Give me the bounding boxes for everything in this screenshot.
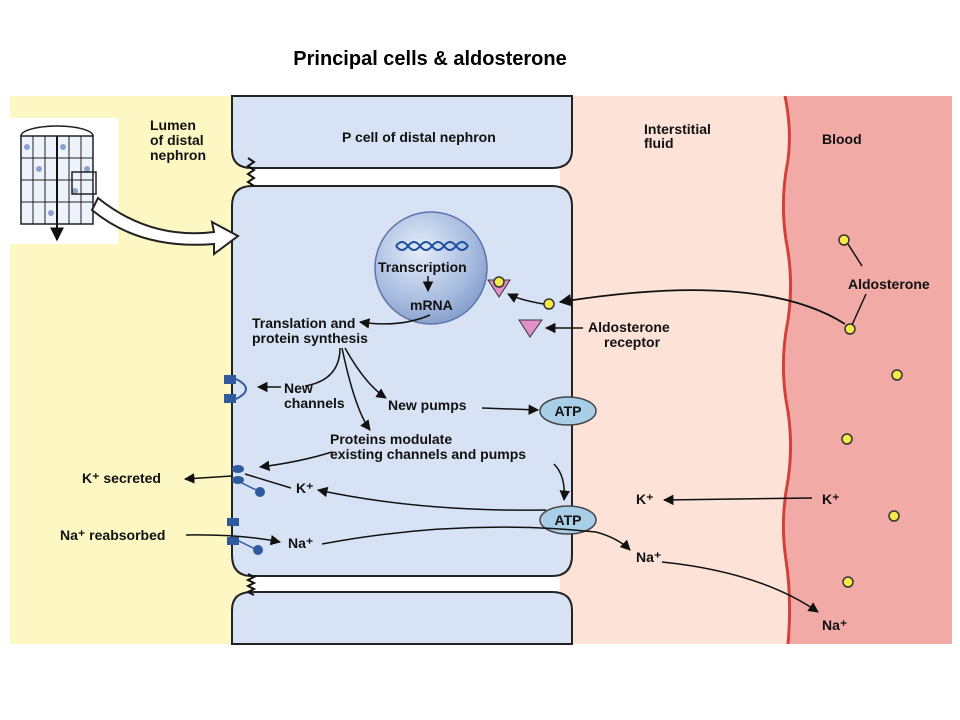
principal-cell: [231, 185, 573, 577]
aldosterone-dot: [841, 433, 853, 445]
aldosterone-dot: [842, 576, 854, 588]
dna-helix: [395, 241, 469, 251]
new-pump-atp: ATP: [539, 396, 597, 426]
bound-aldosterone-dot: [493, 276, 505, 288]
k-secreted-label: K⁺ secreted: [82, 470, 161, 486]
synthesis-to-modulate-arrow: [341, 347, 371, 431]
k-blood-to-pump-arrow: [662, 494, 813, 506]
diagram-title: Principal cells & aldosterone: [293, 48, 567, 70]
k-pump-to-cell-arrow: [316, 486, 547, 511]
transcription-label: Transcription: [378, 259, 467, 275]
tubule-inset: [10, 118, 118, 244]
na-cell-to-pump-arrow: [321, 526, 631, 551]
na-cell-label: Na⁺: [288, 535, 313, 551]
modulate-to-pump-arrow: [553, 463, 571, 502]
aldosterone-dot: [888, 510, 900, 522]
blood-vessel-wall: [781, 95, 793, 645]
nucleus: [374, 211, 488, 325]
k-channel-to-lumen-line: [244, 473, 292, 489]
modulate-to-channels-arrow: [258, 451, 333, 472]
blood-label: Blood: [822, 131, 862, 147]
aldosterone-dot: [838, 234, 850, 246]
na-reabsorb-arrow: [185, 534, 282, 546]
receptor-binding-arrow: [507, 293, 545, 305]
k-interstitial-label: K⁺: [636, 491, 654, 507]
k-secretion-arrow: [183, 473, 233, 484]
svg-text:ATP: ATP: [555, 512, 582, 528]
mrna-to-translation-arrow: [358, 314, 431, 329]
aldosterone-receptor: [518, 319, 543, 338]
new-channel-icon: [224, 375, 247, 403]
na-blood-label: Na⁺: [822, 617, 847, 633]
na-reabsorbed-label: Na⁺ reabsorbed: [60, 527, 165, 543]
aldosterone-pointer-line: [851, 293, 867, 326]
na-to-blood-arrow: [661, 561, 819, 613]
new-pumps-label: New pumps: [388, 397, 467, 413]
tight-junction-lower: [245, 573, 257, 596]
mrna-label: mRNA: [410, 297, 453, 313]
k-channel: [232, 465, 265, 497]
aldosterone-entry-arrow: [558, 289, 846, 325]
zoom-arrow: [90, 196, 240, 256]
k-cell-label: K⁺: [296, 480, 314, 496]
cell-label: P cell of distal nephron: [342, 129, 496, 145]
aldosterone-label: Aldosterone: [848, 276, 930, 292]
interstitial-region: [560, 96, 790, 644]
aldosterone-dot: [844, 323, 856, 335]
na-interstitial-label: Na⁺: [636, 549, 661, 565]
aldosterone-pointer-line: [847, 243, 863, 267]
aldosterone-in-cell: [543, 298, 555, 310]
aldosterone-dot: [891, 369, 903, 381]
k-blood-label: K⁺: [822, 491, 840, 507]
synthesis-to-channels-arrow: [304, 347, 341, 387]
tight-junction-upper: [246, 157, 256, 187]
synthesis-to-pumps-arrow: [344, 347, 387, 399]
na-channel: [227, 518, 263, 555]
svg-text:ATP: ATP: [555, 403, 582, 419]
upper-cell: [231, 95, 573, 169]
blood-region: [783, 96, 952, 644]
new-pumps-arrow: [481, 404, 540, 415]
na-k-pump-atp: ATP: [539, 505, 597, 535]
lower-cell: [231, 591, 573, 645]
